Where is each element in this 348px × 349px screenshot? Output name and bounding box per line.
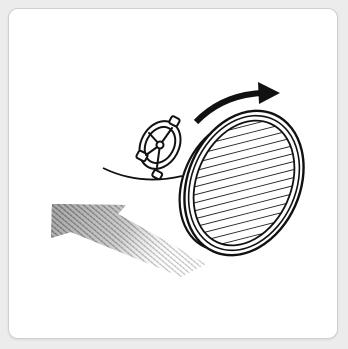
curved-arrow-icon [193,82,280,125]
round-filter-icon [178,109,305,262]
airflow-arrow-icon [51,204,206,277]
filter-holder-icon [135,115,182,181]
guide-curve [102,167,183,181]
